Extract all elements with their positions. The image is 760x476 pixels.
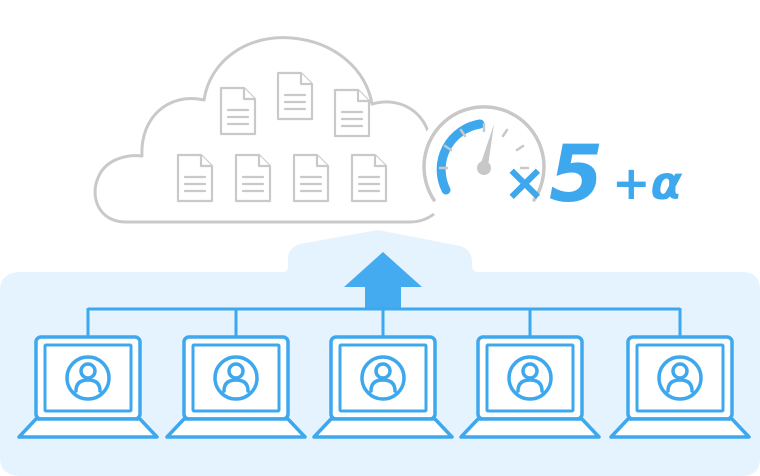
speedometer-icon <box>416 100 552 236</box>
user-icon <box>507 355 553 401</box>
laptop-icon <box>459 335 601 439</box>
speed-times-sign: × <box>503 153 547 213</box>
laptop-icon <box>312 335 454 439</box>
document-icon <box>219 86 257 136</box>
document-icon <box>276 71 314 121</box>
document-icon <box>176 153 214 203</box>
user-icon <box>360 355 406 401</box>
speed-multiplier: 5 <box>549 130 603 220</box>
document-icon <box>234 153 272 203</box>
user-icon <box>657 355 703 401</box>
document-icon <box>350 153 388 203</box>
speed-plus-alpha: +α <box>612 156 683 210</box>
laptop-icon <box>165 335 307 439</box>
laptop-icon <box>609 335 751 439</box>
document-icon <box>333 88 371 138</box>
document-icon <box>292 153 330 203</box>
user-icon <box>65 355 111 401</box>
user-icon <box>213 355 259 401</box>
network-lines <box>86 306 682 338</box>
up-arrow-icon <box>344 252 422 308</box>
cloud-icon <box>93 36 454 224</box>
laptop-icon <box>17 335 159 439</box>
documents-group <box>176 71 388 203</box>
